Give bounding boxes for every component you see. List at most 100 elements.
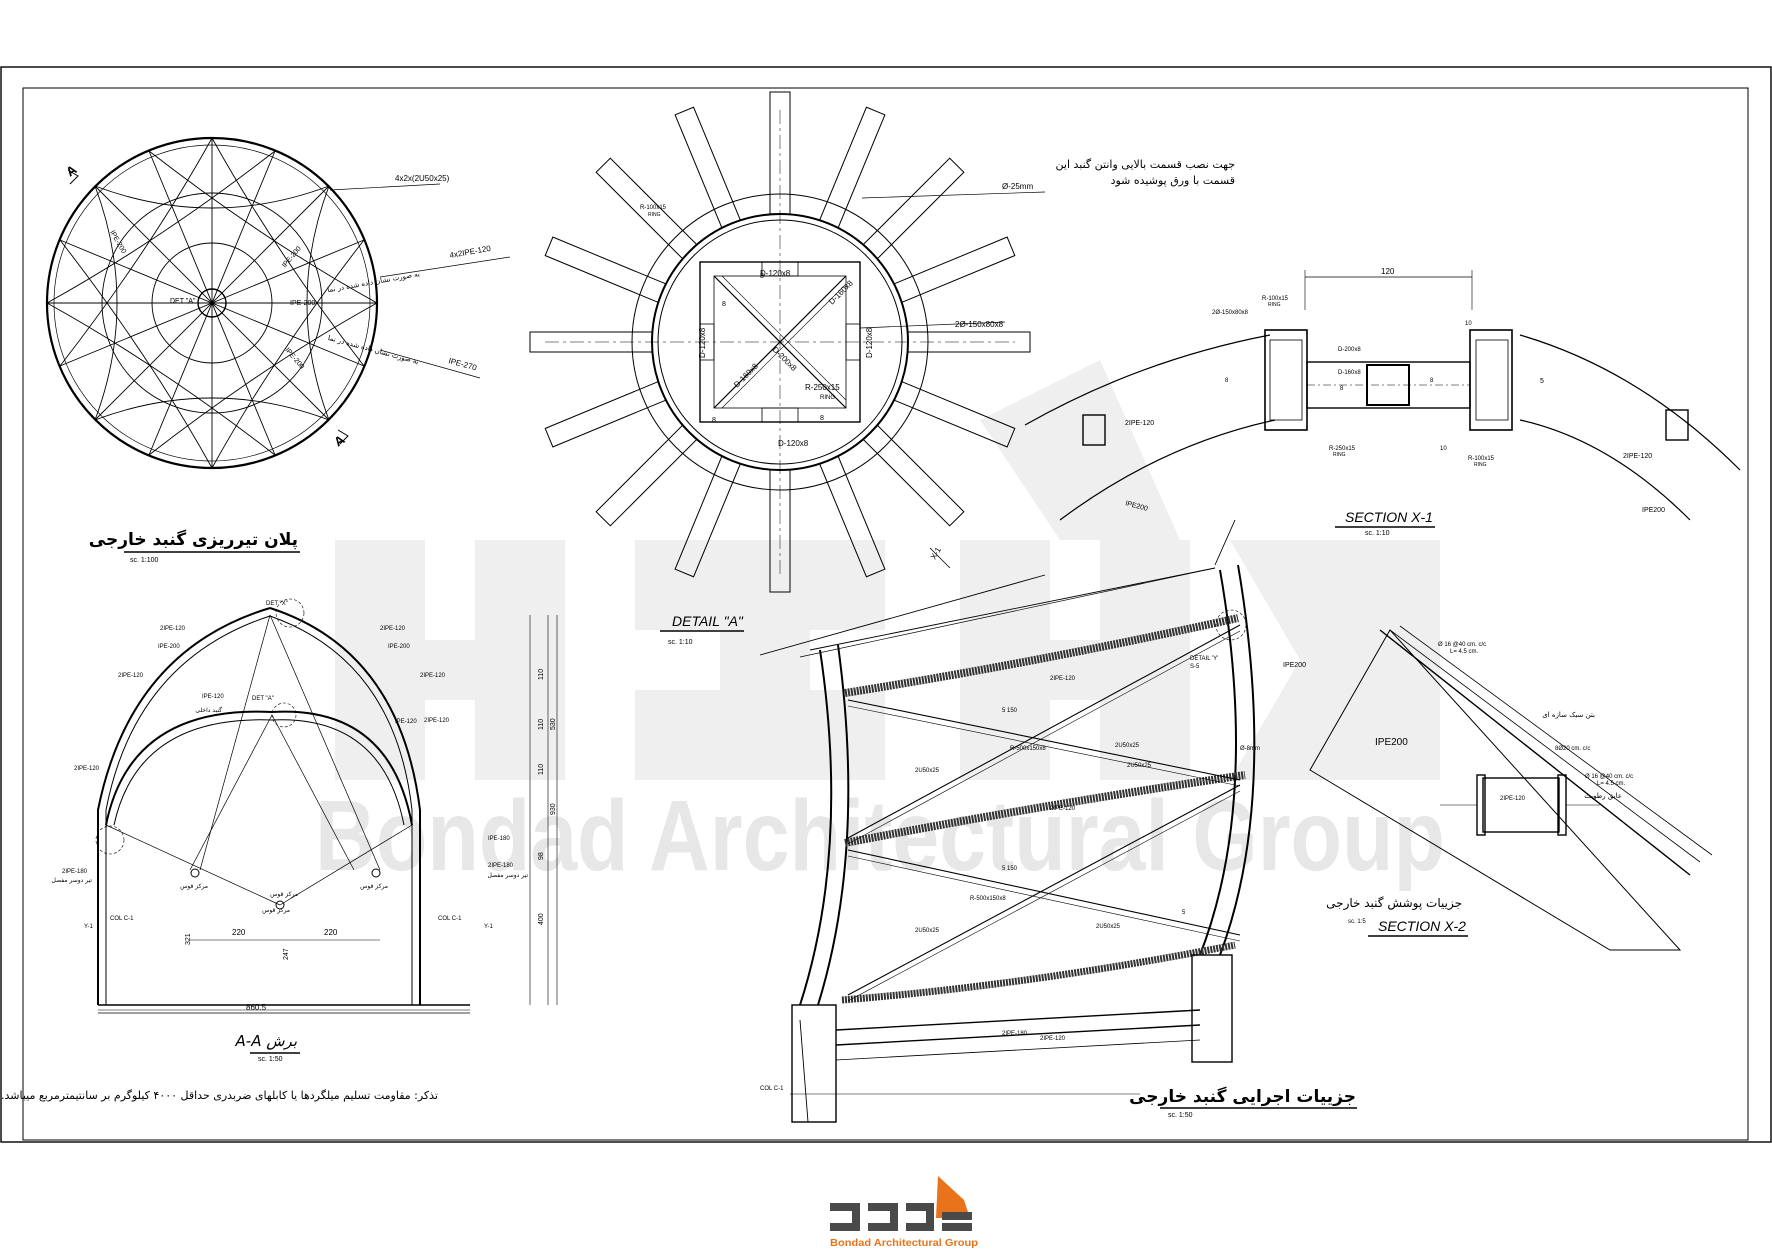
- section-x1-label: R-250x15: [1329, 446, 1356, 452]
- section-x2-label: Ø 16 @40 cm. c/c: [1585, 774, 1633, 780]
- plan-label: DET "A": [170, 298, 196, 305]
- detail-a-label: 8: [722, 301, 726, 308]
- section-aa-label: Y-1: [484, 924, 493, 930]
- section-aa-label: مرکز قوس: [180, 883, 208, 890]
- section-x1-label: D-160x8: [1338, 370, 1361, 376]
- execution-label: 2U50x25: [915, 928, 940, 934]
- section-aa-label: Y-1: [84, 924, 93, 930]
- execution-label: 5 150: [1002, 708, 1018, 714]
- execution-label: DETAIL 'Y': [1190, 656, 1218, 662]
- section-x2: Ø 16 @40 cm. c/c L= 4.5 cm. بتن سبک سازه…: [1309, 625, 1713, 951]
- section-x1-label: 8: [1225, 378, 1229, 384]
- section-aa-dim-v: 98: [538, 852, 545, 860]
- section-aa-label: COL C-1: [438, 916, 462, 922]
- detail-a-label: D-160x8: [827, 278, 855, 306]
- section-x2-label: L= 4.5 cm.: [1597, 781, 1626, 787]
- detail-a-label: D-200x8: [771, 345, 799, 373]
- section-aa-label: 2IPE-120: [74, 766, 100, 772]
- section-x1-label: 10: [1440, 446, 1447, 452]
- section-aa-dim-v: 400: [538, 913, 545, 925]
- section-x1-label: 2Ø-150x80x8: [1212, 310, 1249, 316]
- section-x1-scale: sc. 1:10: [1365, 530, 1390, 537]
- detail-a-label: RING: [648, 212, 661, 218]
- section-aa-scale: sc. 1:50: [258, 1056, 283, 1063]
- section-x1-label: 8: [1340, 386, 1344, 392]
- company-logo: Bondad Architectural Group: [830, 1176, 978, 1249]
- sheet-border: [0, 66, 1772, 1143]
- section-aa-label: 2IPE-120: [380, 626, 406, 632]
- section-x2-subtitle: جزییات پوشش گنبد خارجی: [1326, 896, 1462, 911]
- section-x1-label: 2IPE-120: [1125, 420, 1154, 427]
- plan-title: پلان تیرریزی گنبد خارجی: [89, 529, 298, 550]
- section-x1-label: 10: [1465, 321, 1472, 327]
- detail-a-scale: sc. 1:10: [668, 639, 693, 646]
- plan-label: 4x2x(2U50x25): [395, 174, 450, 183]
- section-aa-label: 2IPE-180: [62, 869, 88, 875]
- section-x1-label: RING: [1474, 462, 1487, 468]
- footnote: تذکر: مقاومت تسلیم میلگردها یا کابلهای ض…: [1, 1089, 438, 1102]
- detail-a-label: D-120x8: [760, 269, 791, 278]
- section-x1-dimension: 120: [1381, 267, 1395, 276]
- section-x1-label: D-200x8: [1338, 347, 1361, 353]
- execution-label: Ø-8mm: [1240, 746, 1260, 752]
- section-aa-label: COL C-1: [110, 916, 134, 922]
- section-aa-dim-v: 247: [283, 948, 290, 960]
- section-aa-label: IPE-180: [488, 836, 510, 842]
- section-aa-label: 2IPE-180: [488, 863, 514, 869]
- section-aa-label: IPE-120: [395, 719, 417, 725]
- section-aa-dim-v: 321: [185, 933, 192, 945]
- plan-label: IPE-200: [290, 300, 315, 307]
- section-x1-label: R-100x15: [1468, 456, 1495, 462]
- section-x2-label: L= 4.5 cm.: [1450, 649, 1479, 655]
- execution-label: 5 150: [1002, 866, 1018, 872]
- section-aa-label: مرکز قوس: [360, 883, 388, 890]
- execution-label: 2IPE-120: [1040, 1036, 1066, 1042]
- detail-a-label: 8: [712, 417, 716, 424]
- section-aa: 220 220 860.5 110 110 110 98 930 530 400…: [51, 598, 558, 1063]
- section-x2-label: عایق رطوبت: [1584, 792, 1622, 800]
- section-x2-label: IPE200: [1375, 737, 1408, 748]
- execution-label: 2IPE-120: [1050, 806, 1076, 812]
- execution-label: IPE200: [1283, 662, 1306, 669]
- section-aa-dim-h: 220: [324, 928, 338, 937]
- section-x2-label: Ø 16 @40 cm. c/c: [1438, 642, 1486, 648]
- section-aa-label: 2IPE-120: [424, 718, 450, 724]
- plan-scale: sc. 1:100: [130, 557, 159, 564]
- section-x2-label: 2IPE-120: [1500, 796, 1526, 802]
- plan-label: IPE-200: [283, 347, 305, 371]
- section-aa-dim-v: 110: [538, 719, 545, 730]
- detail-a-label: 2Ø-150x80x8: [955, 320, 1004, 329]
- execution-label: 2U50x25: [1115, 743, 1140, 749]
- execution-label: R-500x150x8: [1010, 746, 1046, 752]
- detail-a: X-1 Ø-25mm جهت نصب قسمت بالایی وانتن گنب…: [529, 91, 1235, 646]
- section-aa-label: DET "X": [266, 601, 288, 607]
- section-aa-dim-v: 930: [550, 803, 557, 815]
- detail-a-note-2: قسمت با ورق پوشیده شود: [1111, 174, 1235, 187]
- section-x1-label: RING: [1333, 452, 1346, 458]
- section-x1-label: 8: [1430, 378, 1434, 384]
- section-x2-label: بتن سبک سازه ای: [1542, 711, 1595, 719]
- section-x1-label: IPE200: [1642, 507, 1665, 514]
- detail-a-label: Ø-25mm: [1002, 182, 1033, 191]
- section-x1-label: RING: [1268, 302, 1281, 308]
- logo-tagline: Bondad Architectural Group: [830, 1238, 978, 1249]
- execution-label: 5: [1182, 910, 1186, 916]
- section-x1-label: 2IPE-120: [1623, 453, 1652, 460]
- section-aa-dim-v: 530: [550, 718, 557, 730]
- plan-label: 4x2IPE-120: [449, 244, 492, 260]
- dome-framing-plan: A A 4x2x(2U50x25) 4x2IPE-120 به صورت نشا…: [45, 136, 511, 564]
- execution-label: 2IPE-120: [1050, 676, 1076, 682]
- detail-a-title: DETAIL "A": [672, 613, 744, 629]
- watermark-text: Bondad Architectural Group: [315, 780, 1445, 892]
- detail-a-label: D-120x8: [778, 439, 809, 448]
- watermark: Bondad Architectural Group: [315, 360, 1445, 892]
- section-aa-label: گنبد داخلی: [195, 706, 222, 714]
- execution-label: R-500x150x8: [970, 896, 1006, 902]
- section-x1-label: R-100x15: [1262, 296, 1289, 302]
- detail-a-label: D-120x8: [865, 327, 874, 358]
- detail-a-label: 8: [760, 273, 764, 280]
- execution-label: 2IPE-180: [1002, 1031, 1028, 1037]
- section-aa-label: مرکز قوس: [270, 891, 298, 898]
- detail-a-label: RING: [820, 395, 835, 401]
- execution-detail: 2IPE-120 2IPE-120 2IPE-120 IPE200 DETAIL…: [759, 519, 1357, 1123]
